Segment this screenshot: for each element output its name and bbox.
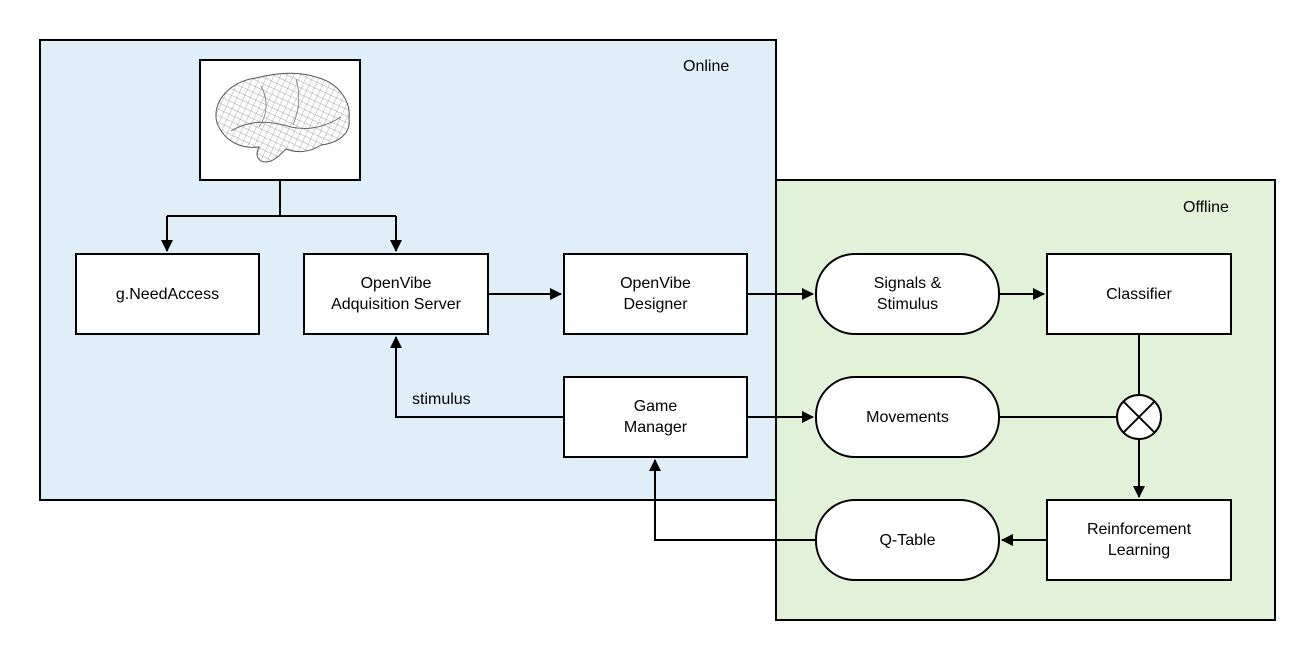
edge-qtable-to-game <box>649 459 815 541</box>
brain-image-frame <box>199 59 361 181</box>
qtable-box: Q-Table <box>815 499 1000 581</box>
edge-game-to-acquisition <box>390 336 563 418</box>
classifier-box: Classifier <box>1046 253 1232 335</box>
stimulus-edge-label: stimulus <box>412 391 471 408</box>
designer-box: OpenVibe Designer <box>563 253 748 335</box>
brain-icon <box>215 72 350 163</box>
gneedaccess-box: g.NeedAccess <box>75 253 260 335</box>
signals-stimulus-box: Signals & Stimulus <box>815 253 1000 335</box>
reinforcement-learning-box: Reinforcement Learning <box>1046 499 1232 581</box>
acquisition-server-box: OpenVibe Adquisition Server <box>303 253 489 335</box>
online-label: Online <box>683 58 730 75</box>
combiner-icon <box>1116 394 1162 440</box>
movements-box: Movements <box>815 376 1000 458</box>
offline-label: Offline <box>1183 199 1229 216</box>
game-manager-box: Game Manager <box>563 376 748 458</box>
